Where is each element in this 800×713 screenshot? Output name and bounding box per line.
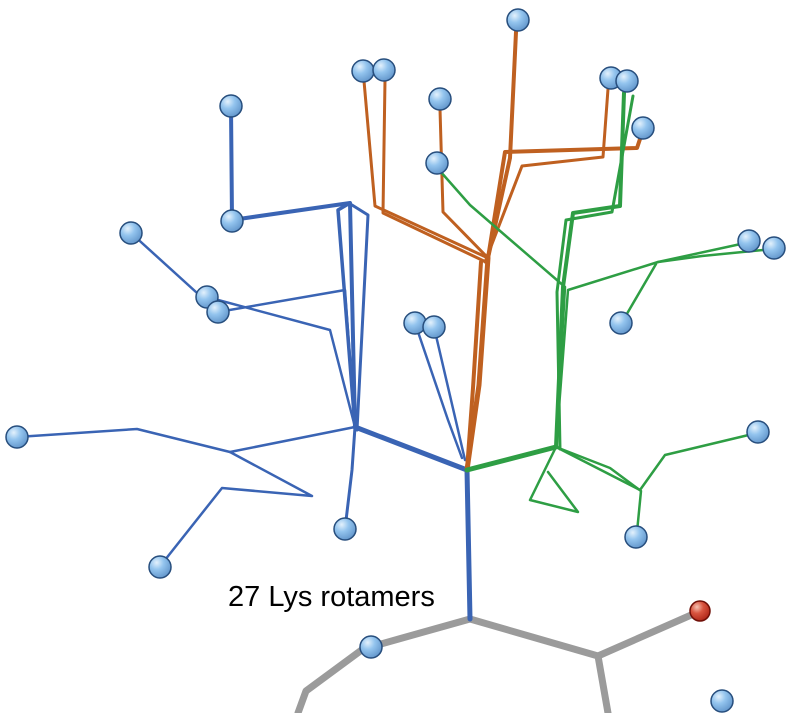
- rotamers-orange-bond: [381, 78, 488, 264]
- rotamers-blue-bond: [229, 105, 357, 429]
- nitrogen-atom: [403, 311, 427, 335]
- rotamers-orange-bond: [465, 260, 483, 472]
- nitrogen-atom: [220, 209, 244, 233]
- backbone-bond: [294, 615, 474, 713]
- nitrogen-atom: [5, 425, 29, 449]
- rotamers-green-bond: [438, 169, 567, 449]
- rotamers-blue-bond: [352, 424, 470, 473]
- nitrogen-atom: [624, 525, 648, 549]
- rotamers-blue-bond: [413, 321, 464, 460]
- nitrogen-atom: [351, 59, 375, 83]
- nitrogen-atom: [710, 689, 734, 713]
- rotamers-blue-bond: [343, 425, 357, 531]
- nitrogen-atom: [609, 311, 633, 335]
- rotamers-blue-bond: [159, 450, 314, 567]
- rotamers-green-bond: [554, 445, 643, 534]
- rotamers-green-bond: [554, 240, 752, 449]
- nitrogen-atom: [333, 517, 357, 541]
- rotamers-green-bond: [555, 94, 635, 451]
- rotamers-blue-bond: [205, 295, 357, 429]
- rotamers-orange-bond: [438, 107, 490, 260]
- rotamers-blue-bond: [350, 203, 370, 432]
- rotamers-blue-bond: [129, 231, 357, 429]
- rotamers-blue-bond: [15, 425, 357, 454]
- nitrogen-atom: [737, 229, 761, 253]
- rotamers-green-bond: [528, 445, 580, 514]
- rotamers-orange-bond: [483, 87, 610, 264]
- nitrogen-atom: [428, 87, 452, 111]
- nitrogen-atom: [422, 315, 446, 339]
- rotamers-green-bond: [464, 444, 559, 473]
- rotamers-green-bond: [554, 431, 759, 492]
- nitrogen-atom: [615, 69, 639, 93]
- backbone-bond: [594, 608, 702, 660]
- nitrogen-atom: [148, 555, 172, 579]
- rotamers-blue-bond: [464, 467, 473, 622]
- rotamers-green-bond: [554, 91, 626, 449]
- rotamer-count-label: 27 Lys rotamers: [228, 581, 435, 613]
- nitrogen-atom: [506, 8, 530, 32]
- nitrogen-atom: [119, 221, 143, 245]
- nitrogen-atom: [762, 236, 786, 260]
- rotamers-blue-bond: [432, 325, 467, 462]
- nitrogen-atom: [359, 635, 383, 659]
- backbone-bond: [466, 615, 612, 713]
- nitrogen-atom: [372, 58, 396, 82]
- nitrogen-atom: [425, 151, 449, 175]
- nitrogen-atom: [631, 116, 655, 140]
- nitrogen-atom: [219, 94, 243, 118]
- rotamers-orange-bond: [362, 79, 490, 260]
- nitrogen-atom: [206, 300, 230, 324]
- rotamers-green-bond: [656, 247, 775, 264]
- nitrogen-atom: [746, 420, 770, 444]
- oxygen-atom: [689, 600, 711, 622]
